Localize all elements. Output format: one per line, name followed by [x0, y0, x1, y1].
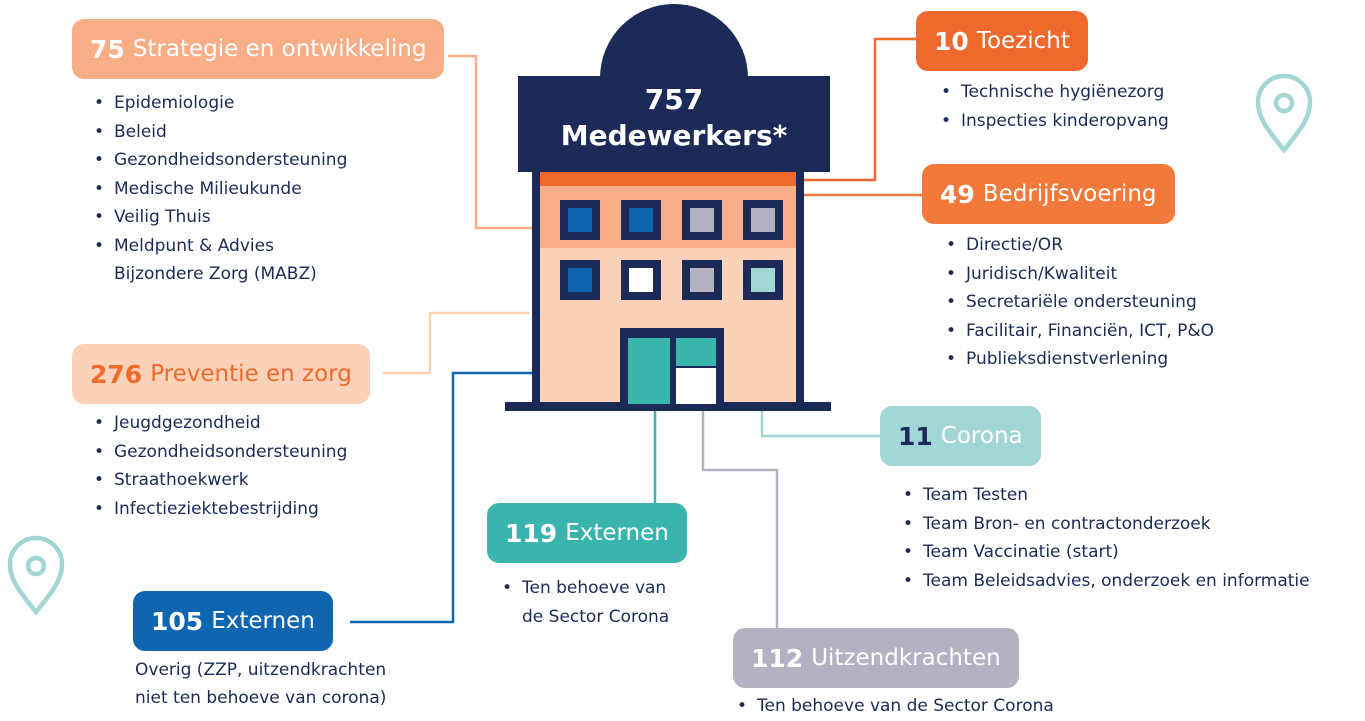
group-strategie-list: Epidemiologie Beleid Gezondheidsonderste…	[89, 89, 347, 289]
map-pin-icon	[7, 535, 65, 616]
group-externen105-text: Overig (ZZP, uitzendkrachten niet ten be…	[135, 656, 386, 712]
connector-strategie	[448, 54, 560, 230]
connector-toezicht	[790, 37, 916, 182]
list-item: Team Testen	[898, 481, 1310, 510]
group-label: Corona	[940, 423, 1023, 449]
group-count: 119	[505, 518, 558, 548]
group-label: Toezicht	[976, 28, 1070, 54]
windows-row-1	[560, 200, 783, 240]
total-label: Medewerkers*	[560, 119, 788, 152]
group-label: Externen	[211, 608, 315, 634]
group-uitzendkrachten-box: 112 Uitzendkrachten	[733, 628, 1019, 688]
list-item: Medische Milieukunde	[89, 175, 347, 204]
group-count: 276	[90, 359, 143, 389]
group-label: Uitzendkrachten	[811, 645, 1001, 671]
group-label: Preventie en zorg	[150, 361, 352, 387]
group-preventie-list: Jeugdgezondheid Gezondheidsondersteuning…	[89, 409, 347, 523]
building-header	[518, 76, 830, 172]
group-toezicht-box: 10 Toezicht	[916, 11, 1088, 71]
group-toezicht-list: Technische hygiënezorg Inspecties kinder…	[936, 78, 1169, 135]
map-pin-icon	[1255, 73, 1313, 154]
group-bedrijfsvoering-box: 49 Bedrijfsvoering	[922, 164, 1175, 224]
list-item-line: Ten behoeve van	[522, 578, 667, 598]
total-count: 757	[644, 83, 704, 116]
list-item: Juridisch/Kwaliteit	[941, 260, 1214, 289]
group-count: 75	[90, 34, 125, 64]
list-item: Infectieziektebestrijding	[89, 495, 347, 524]
list-item: Straathoekwerk	[89, 466, 347, 495]
building-dome	[600, 4, 748, 78]
list-item: Veilig Thuis	[89, 203, 347, 232]
text-line: Overig (ZZP, uitzendkrachten	[135, 660, 387, 680]
group-externen119-box: 119 Externen	[487, 503, 687, 563]
group-count: 112	[751, 643, 804, 673]
group-strategie-box: 75 Strategie en ontwikkeling	[72, 19, 445, 79]
group-uitzendkrachten-list: Ten behoeve van de Sector Corona	[732, 692, 1054, 721]
building-title: 757 Medewerkers*	[518, 82, 830, 154]
list-item: Ten behoeve van de Sector Corona	[732, 692, 1054, 721]
group-count: 11	[898, 421, 933, 451]
list-item: Epidemiologie	[89, 89, 347, 118]
group-count: 49	[940, 179, 975, 209]
group-label: Externen	[565, 520, 669, 546]
group-label: Bedrijfsvoering	[982, 181, 1157, 207]
list-item: Team Beleidsadvies, onderzoek en informa…	[898, 567, 1310, 596]
list-item: Gezondheidsondersteuning	[89, 438, 347, 467]
text-line: niet ten behoeve van corona)	[135, 688, 387, 708]
list-item: Team Bron- en contractonderzoek	[898, 510, 1310, 539]
list-item: Jeugdgezondheid	[89, 409, 347, 438]
list-item: Beleid	[89, 118, 347, 147]
group-corona-box: 11 Corona	[880, 406, 1041, 466]
list-item: Gezondheidsondersteuning	[89, 146, 347, 175]
list-item: Inspecties kinderopvang	[936, 107, 1169, 136]
group-corona-list: Team Testen Team Bron- en contractonderz…	[898, 481, 1310, 595]
windows-row-2	[560, 260, 783, 300]
list-item: Facilitair, Financiën, ICT, P&O	[941, 317, 1214, 346]
list-item-line: Bijzondere Zorg (MABZ)	[114, 264, 317, 284]
group-preventie-box: 276 Preventie en zorg	[72, 344, 370, 404]
list-item: Publieksdienstverlening	[941, 345, 1214, 374]
group-count: 10	[934, 26, 969, 56]
group-label: Strategie en ontwikkeling	[132, 36, 427, 62]
list-item: Technische hygiënezorg	[936, 78, 1169, 107]
group-bedrijfsvoering-list: Directie/OR Juridisch/Kwaliteit Secretar…	[941, 231, 1214, 374]
list-item-line: Meldpunt & Advies	[114, 235, 274, 256]
connector-preventie	[383, 311, 530, 375]
list-item: Secretariële ondersteuning	[941, 288, 1214, 317]
list-item-line: de Sector Corona	[522, 606, 670, 627]
list-item: Team Vaccinatie (start)	[898, 538, 1310, 567]
group-externen105-box: 105 Externen	[133, 591, 333, 651]
building-door	[620, 328, 724, 404]
group-externen119-list: Ten behoeve van de Sector Corona	[497, 574, 669, 631]
list-item: Ten behoeve van de Sector Corona	[497, 574, 669, 631]
group-count: 105	[151, 606, 204, 636]
list-item: Directie/OR	[941, 231, 1214, 260]
building-base	[505, 402, 831, 411]
